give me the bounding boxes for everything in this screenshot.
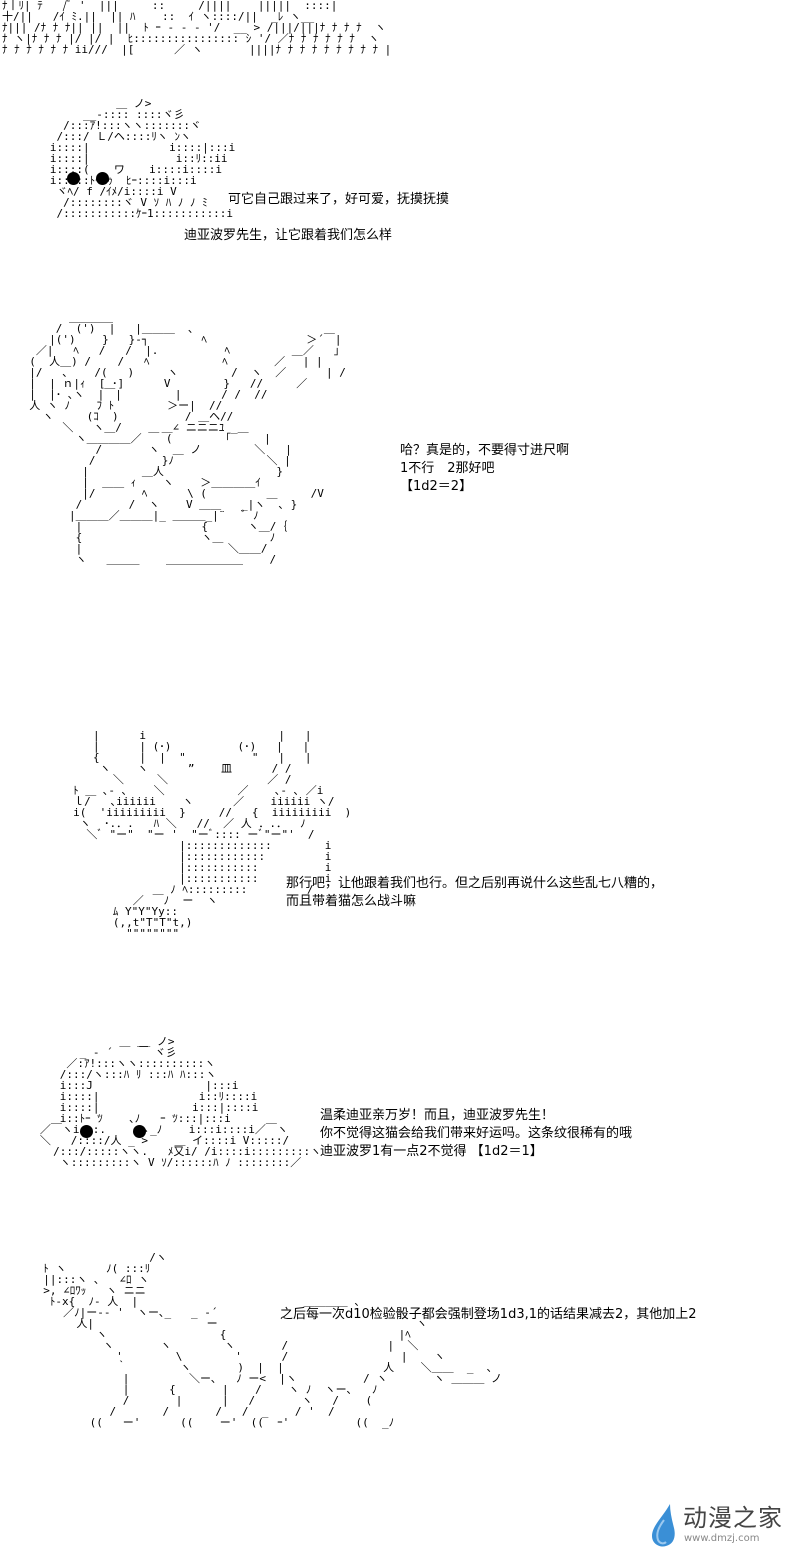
eye-left-icon [67,172,80,185]
dialogue-line: 之后每一次d10检验骰子都会强制登场1d3,1的话结果减去2，其他加上2 [280,1307,697,1322]
ascii-art-top-rubble: ﾅ丨ﾘ| ﾃ /ﾞ ' ||| :: /|||| ||||| ::::| 十/|… [2,0,392,56]
ascii-art-girl-face-1: ＿ ノ> __-:::: ::::ヾ彡 /:::ｱ!:::ヽヽ:::::::ヾ … [49,97,236,220]
ascii-art-figure-holding-cat: | i | | | | (･) (･) | | { | | " " | | ヽ … [73,729,352,940]
watermark-logo [652,1504,675,1547]
dialogue-line: 【1d2＝2】 [400,479,473,494]
watermark-url: www.dmzj.com [684,1533,760,1544]
dialogue-line: 那行吧，让他跟着我们也行。但之后别再说什么这些乱七八糟的， [286,876,664,891]
dialogue-line: 哈？真是的，不要得寸进尺啊 [400,443,570,458]
eye-left-icon [80,1125,93,1138]
dialogue-line: 迪亚波罗1有一点2不觉得 【1d2＝1】 [320,1144,543,1159]
eye-right-icon [133,1125,146,1138]
dialogue-line: 1不行 2那好吧 [400,461,495,476]
dialogue-line: 而且带着猫怎么战斗嘛 [286,894,417,909]
ascii-art-girl-face-2: ＿ ノ> _ - ´ ￣ ￣ ヾ彡 ／:ｱ!:::ヽヽ::::::::::ヽ /… [39,1035,322,1169]
watermark-text: 动漫之家 [683,1504,783,1532]
water-drop-icon [652,1504,675,1547]
dialogue-line: 可它自己跟过来了，好可爱，抚摸抚摸 [228,192,450,207]
dialogue-line: 温柔迪亚亲万岁！而且，迪亚波罗先生！ [320,1108,555,1123]
ascii-art-boy-with-dagger: ＿＿＿＿ / (') | |＿＿＿ ､ |(') } }-┐ ﾍ ＞´￣| ／|… [29,311,346,566]
dialogue-line: 你不觉得这猫会给我们带来好运吗。这条纹很稀有的哦 [320,1126,633,1141]
dialogue-line: 迪亚波罗先生，让它跟着我们怎么样 [184,228,393,243]
eye-right-icon [96,172,109,185]
ascii-art-walking-cat: /ヽ ﾄ ヽ ﾉ( :::ﾘ ||:::ヽ ､ ∠ﾛ ヽ >, ∠ﾛﾜｯ ヽ ニ… [43,1251,502,1429]
